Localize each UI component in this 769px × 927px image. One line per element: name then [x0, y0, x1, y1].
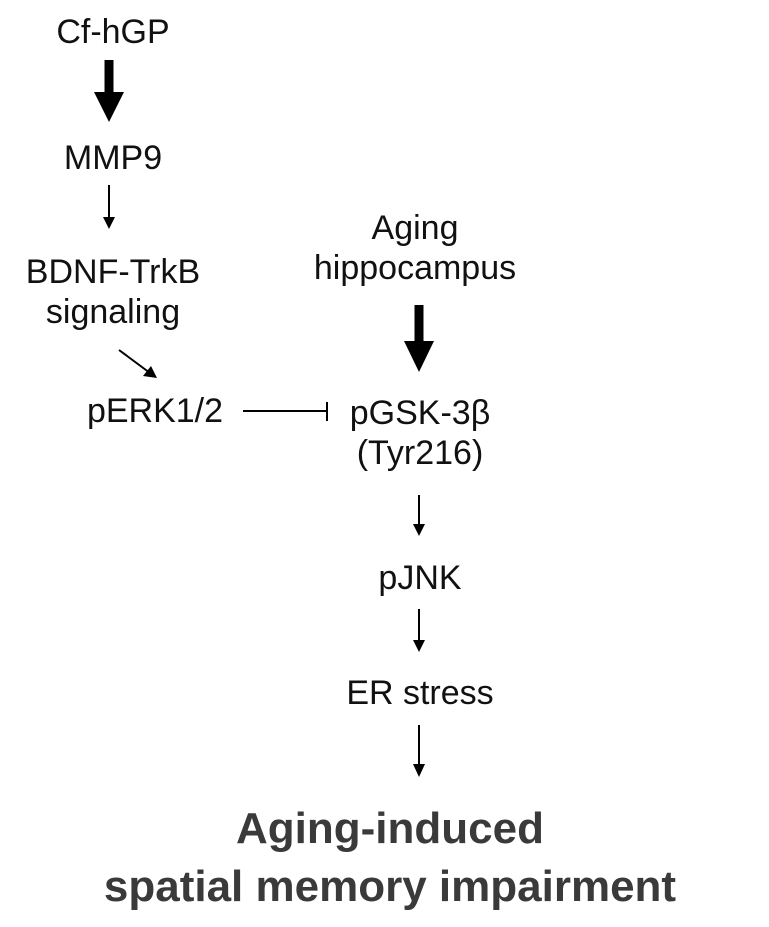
- node-pgsk-line2: (Tyr216): [356, 434, 484, 472]
- node-er-stress: ER stress: [310, 673, 530, 713]
- node-cf-hgp: Cf-hGP: [38, 12, 188, 52]
- node-pgsk3b: pGSK-3β (Tyr216): [320, 393, 520, 473]
- outcome-block: Aging-induced spatial memory impairment: [20, 800, 760, 916]
- inhibit-perk-to-pgsk: [243, 402, 328, 421]
- arrow-aging-to-pgsk: [404, 305, 434, 372]
- node-mmp9: MMP9: [38, 138, 188, 178]
- node-bdnf-line2: signaling: [45, 293, 181, 331]
- node-mmp9-label: MMP9: [63, 139, 163, 177]
- node-pjnk: pJNK: [340, 558, 500, 598]
- node-aging-line2: hippocampus: [313, 249, 517, 287]
- arrow-bdnf-to-perk: [118, 349, 157, 378]
- node-bdnf-trkb: BDNF-TrkB signaling: [0, 252, 226, 332]
- node-aging-hippocampus: Aging hippocampus: [280, 208, 550, 288]
- node-bdnf-line1: BDNF-TrkB: [25, 253, 201, 291]
- node-er-stress-label: ER stress: [346, 674, 494, 712]
- node-perk-label: pERK1/2: [86, 392, 224, 430]
- arrow-pgsk-to-pjnk: [413, 495, 425, 536]
- node-aging-line1: Aging: [371, 209, 459, 247]
- arrow-cfhgp-to-mmp9: [94, 60, 124, 122]
- node-cf-hgp-label: Cf-hGP: [56, 13, 170, 51]
- node-pgsk-line1: pGSK-3β: [349, 394, 491, 432]
- outcome-line1: Aging-induced: [236, 804, 544, 853]
- arrow-mmp9-to-bdnf: [103, 185, 115, 229]
- arrow-er-to-outcome: [413, 725, 425, 777]
- outcome-line2: spatial memory impairment: [103, 862, 677, 911]
- arrow-pjnk-to-er: [413, 609, 425, 652]
- node-perk: pERK1/2: [60, 391, 250, 431]
- node-pjnk-label: pJNK: [378, 559, 462, 597]
